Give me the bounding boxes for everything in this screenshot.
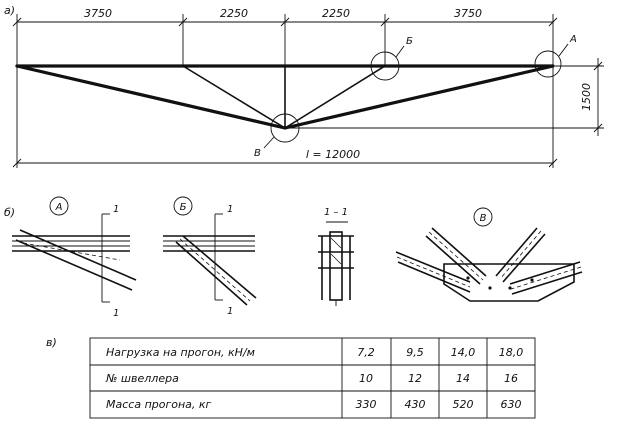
detail-a-cut-bottom: 1 (113, 308, 119, 319)
node-a-circle (534, 50, 562, 78)
table-row-load-label: Нагрузка на прогон, кН/м (106, 346, 255, 359)
dimension-2250-right: 2250 (322, 7, 350, 20)
section-label: 1 – 1 (324, 207, 348, 218)
top-dimension-chain: 3750 2250 2250 3750 (12, 7, 558, 168)
node-b-label: Б (406, 36, 413, 47)
detail-b-cut-top: 1 (227, 204, 233, 215)
truss-members (15, 64, 555, 130)
table-cell: 12 (408, 372, 422, 385)
dimension-3750-left: 3750 (84, 7, 112, 20)
node-markers: А Б В (254, 34, 577, 159)
table-cell: 430 (405, 398, 426, 411)
table-row-mass-label: Масса прогона, кг (106, 398, 212, 411)
detail-v: В (395, 207, 583, 302)
height-dimension: 1500 (290, 58, 604, 136)
section-1-1: 1 – 1 (318, 207, 354, 306)
table-row-channel-label: № швеллера (105, 372, 179, 385)
table-cell: 10 (359, 372, 373, 385)
detail-b-label: Б (180, 202, 187, 213)
detail-v-label: В (480, 213, 487, 224)
detail-b-cut-bottom: 1 (227, 306, 233, 317)
dimension-3750-right: 3750 (454, 7, 482, 20)
table-cell: 9,5 (406, 346, 424, 359)
table-cell: 520 (453, 398, 474, 411)
table-cell: 14 (456, 372, 470, 385)
detail-a-label: А (55, 202, 63, 213)
dimension-2250-left: 2250 (220, 7, 248, 20)
table-cell: 18,0 (499, 346, 524, 359)
part-a-label: а) (4, 4, 15, 17)
node-b-circle (370, 51, 400, 81)
part-b-label: б) (4, 206, 15, 219)
table-cell: 7,2 (357, 346, 375, 359)
detail-a: А 1 1 (12, 196, 137, 319)
table-cell: 330 (356, 398, 377, 411)
detail-b: Б 1 1 (163, 196, 257, 317)
node-v-label: В (254, 148, 261, 159)
table-cell: 16 (504, 372, 518, 385)
height-label: 1500 (580, 83, 593, 111)
span-dimension: l = 12000 (12, 148, 558, 168)
part-v-label: в) (46, 336, 57, 349)
table-cell: 630 (501, 398, 522, 411)
span-label: l = 12000 (306, 148, 360, 161)
detail-a-cut-top: 1 (113, 204, 119, 215)
node-a-label: А (569, 34, 577, 45)
load-table: Нагрузка на прогон, кН/м 7,2 9,5 14,0 18… (89, 337, 536, 419)
table-cell: 14,0 (451, 346, 476, 359)
